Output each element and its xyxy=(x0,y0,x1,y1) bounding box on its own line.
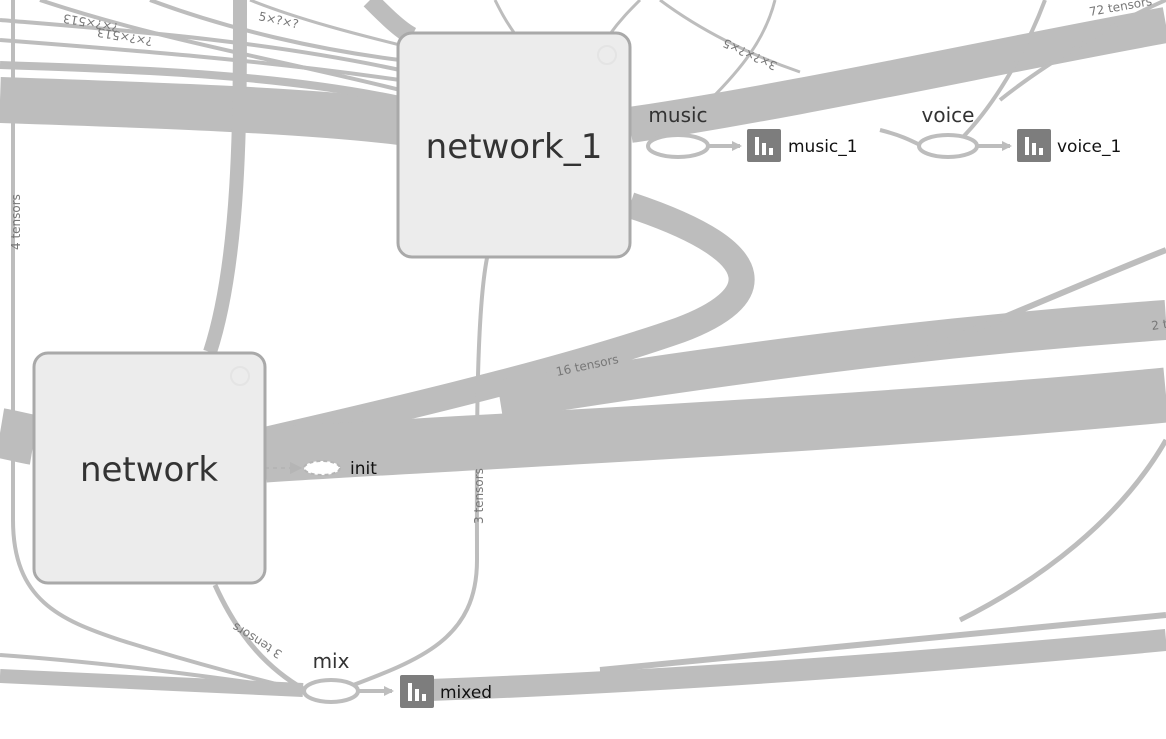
node-voice-1[interactable]: voice_1 xyxy=(1017,129,1121,162)
node-mix[interactable]: mix xyxy=(302,649,360,704)
edge-network-1-to-mix xyxy=(339,257,489,692)
edge-mixed-to-right xyxy=(429,629,1166,701)
node-music-label: music xyxy=(648,103,707,127)
node-network[interactable]: network xyxy=(32,351,267,585)
node-voice-label: voice xyxy=(922,103,975,127)
node-init[interactable]: init xyxy=(303,459,377,479)
edge-top-curve-4 xyxy=(708,0,777,102)
edge-bundle-left-to-network-1 xyxy=(0,77,403,145)
edge-label-top-mid-a: 5×?×? xyxy=(257,9,300,31)
summary-icon xyxy=(400,675,434,708)
edge-left-into-mix-2 xyxy=(0,669,304,697)
edge-right-top-thin xyxy=(958,0,1047,142)
edge-top-left-6 xyxy=(0,61,401,104)
node-network-1-label: network_1 xyxy=(426,127,603,167)
node-network-label: network xyxy=(80,450,218,490)
edge-top-left-2 xyxy=(0,38,401,82)
edge-into-voice xyxy=(879,128,921,147)
edge-label-left-vertical: 4 tensors xyxy=(9,194,23,250)
node-music-1[interactable]: music_1 xyxy=(747,129,858,162)
summary-icon xyxy=(1017,129,1051,162)
edge-top-left-1 xyxy=(0,18,401,72)
node-init-label: init xyxy=(350,459,377,479)
node-voice-1-label: voice_1 xyxy=(1057,137,1121,157)
node-mixed[interactable]: mixed xyxy=(400,675,492,708)
init-dashed-ellipse xyxy=(303,460,341,476)
edge-bundle-into-network xyxy=(0,408,39,465)
edge-label-mid-vertical: 3 tensors xyxy=(472,468,486,524)
edge-network-bundle-right-2 xyxy=(496,300,1166,420)
edge-left-vertical xyxy=(10,0,301,692)
edge-network-bundle-right xyxy=(263,367,1166,483)
node-voice[interactable]: voice xyxy=(917,103,979,159)
edge-top-diagonal xyxy=(363,0,417,45)
edges xyxy=(0,0,1166,701)
edge-mixed-to-right-2 xyxy=(599,612,1166,673)
edge-top-curve-3 xyxy=(659,0,801,74)
edge-top-left-3 xyxy=(39,0,401,92)
node-music[interactable]: music xyxy=(646,103,710,159)
node-music-1-label: music_1 xyxy=(788,137,858,157)
edge-top-left-5 xyxy=(249,0,401,47)
edge-right-side-1 xyxy=(898,247,1166,363)
edge-top-mid-2 xyxy=(608,0,642,35)
expand-icon[interactable] xyxy=(597,45,617,65)
edge-label-right-edge: 2 t xyxy=(1150,317,1166,333)
summary-icon xyxy=(747,129,781,162)
node-mix-label: mix xyxy=(313,649,350,673)
expand-icon[interactable] xyxy=(230,366,250,386)
edge-vertical-into-network xyxy=(203,0,247,355)
edge-right-curve-down xyxy=(958,438,1166,623)
edge-right-top-thin-2 xyxy=(998,0,1166,102)
node-network-1[interactable]: network_1 xyxy=(396,31,632,259)
edge-network-1-curve-16 xyxy=(262,192,755,453)
edge-top-mid-1 xyxy=(493,0,517,35)
node-mixed-label: mixed xyxy=(440,683,492,703)
edge-network-to-init-arrow xyxy=(290,462,302,474)
edge-top-left-4 xyxy=(149,0,401,62)
edge-label-top-right-a: 3×?×?×5 xyxy=(721,36,780,73)
